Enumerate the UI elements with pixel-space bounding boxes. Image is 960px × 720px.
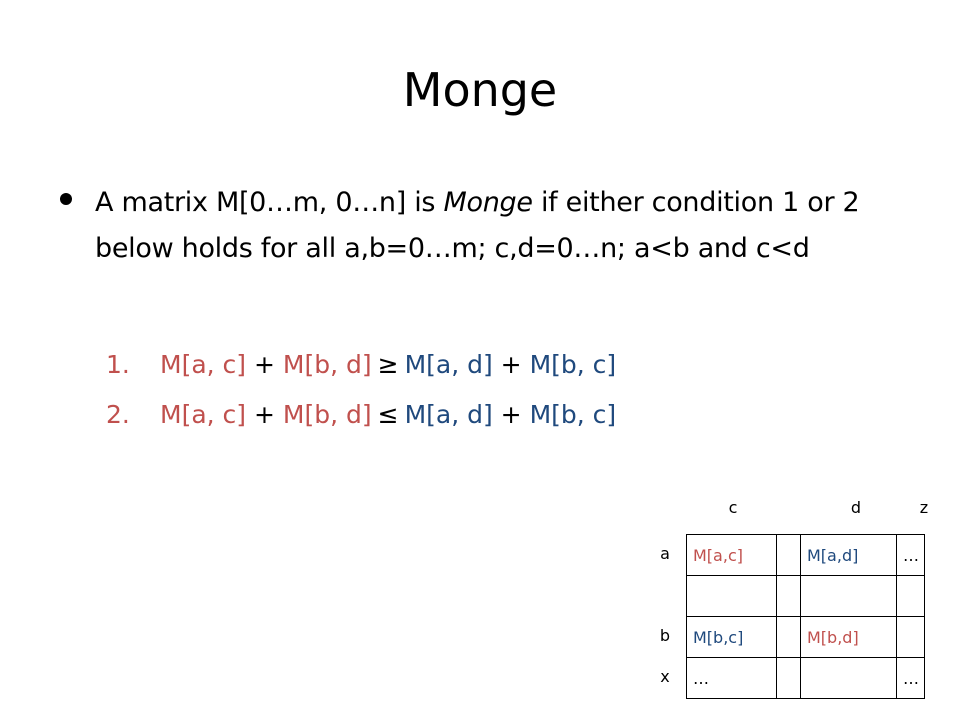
slide-title: Monge (402, 63, 558, 117)
bullet-dot-icon (60, 193, 72, 205)
matrix-row-header-b: b (659, 626, 671, 645)
matrix-cell (896, 575, 925, 617)
bullet-text-emphasis: Monge (443, 187, 533, 218)
geq-symbol: ≥ (377, 350, 399, 379)
matrix-cell (776, 616, 801, 658)
matrix-cell (896, 616, 925, 658)
matrix-cell: M[b,c] (686, 616, 777, 658)
matrix-row: M[a,c] M[a,d] … (686, 534, 925, 576)
bullet-text: A matrix M[0…m, 0…n] is Monge if either … (95, 180, 920, 272)
term-mbc: M[b, c] (529, 400, 617, 429)
matrix-cell (776, 534, 801, 576)
term-mac: M[a, c] (160, 350, 247, 379)
condition-1: 1. M[a, c] + M[b, d]≥M[a, d] + M[b, c] (106, 340, 926, 390)
bullet-text-part2: if either condition 1 or 2 below holds f… (95, 187, 860, 264)
term-mad: M[a, d] (404, 400, 493, 429)
term-mad: M[a, d] (404, 350, 493, 379)
leq-symbol: ≤ (377, 400, 399, 429)
monge-matrix: M[a,c] M[a,d] … M[b,c] M[b,d] … … (686, 534, 925, 699)
matrix-col-header-z: z (919, 498, 929, 517)
matrix-cell (800, 657, 897, 699)
matrix-col-header-c: c (728, 498, 738, 517)
matrix-cell: M[a,d] (800, 534, 897, 576)
matrix-cell: … (896, 534, 925, 576)
condition-number: 1. (106, 350, 130, 379)
term-mbd: M[b, d] (282, 400, 372, 429)
matrix-row (686, 575, 925, 617)
matrix-row-header-x: x (660, 667, 670, 686)
plus-sign: + (246, 350, 283, 379)
matrix-cell: M[b,d] (800, 616, 897, 658)
matrix-cell (686, 575, 777, 617)
matrix-row-header-a: a (660, 544, 670, 563)
matrix-col-header-d: d (850, 498, 862, 517)
matrix-cell: … (686, 657, 777, 699)
condition-number: 2. (106, 400, 130, 429)
plus-sign: + (246, 400, 283, 429)
matrix-cell: … (896, 657, 925, 699)
bullet-item: A matrix M[0…m, 0…n] is Monge if either … (60, 180, 920, 272)
matrix-cell (800, 575, 897, 617)
matrix-cell (776, 575, 801, 617)
matrix-cell: M[a,c] (686, 534, 777, 576)
bullet-text-part1: A matrix M[0…m, 0…n] is (95, 187, 444, 218)
plus-sign: + (492, 350, 530, 379)
term-mbd: M[b, d] (282, 350, 372, 379)
plus-sign: + (492, 400, 530, 429)
matrix-cell (776, 657, 801, 699)
term-mbc: M[b, c] (529, 350, 617, 379)
matrix-row: … … (686, 657, 925, 699)
condition-list: 1. M[a, c] + M[b, d]≥M[a, d] + M[b, c] 2.… (106, 340, 926, 440)
term-mac: M[a, c] (160, 400, 247, 429)
matrix-row: M[b,c] M[b,d] (686, 616, 925, 658)
condition-2: 2. M[a, c] + M[b, d]≤M[a, d] + M[b, c] (106, 390, 926, 440)
